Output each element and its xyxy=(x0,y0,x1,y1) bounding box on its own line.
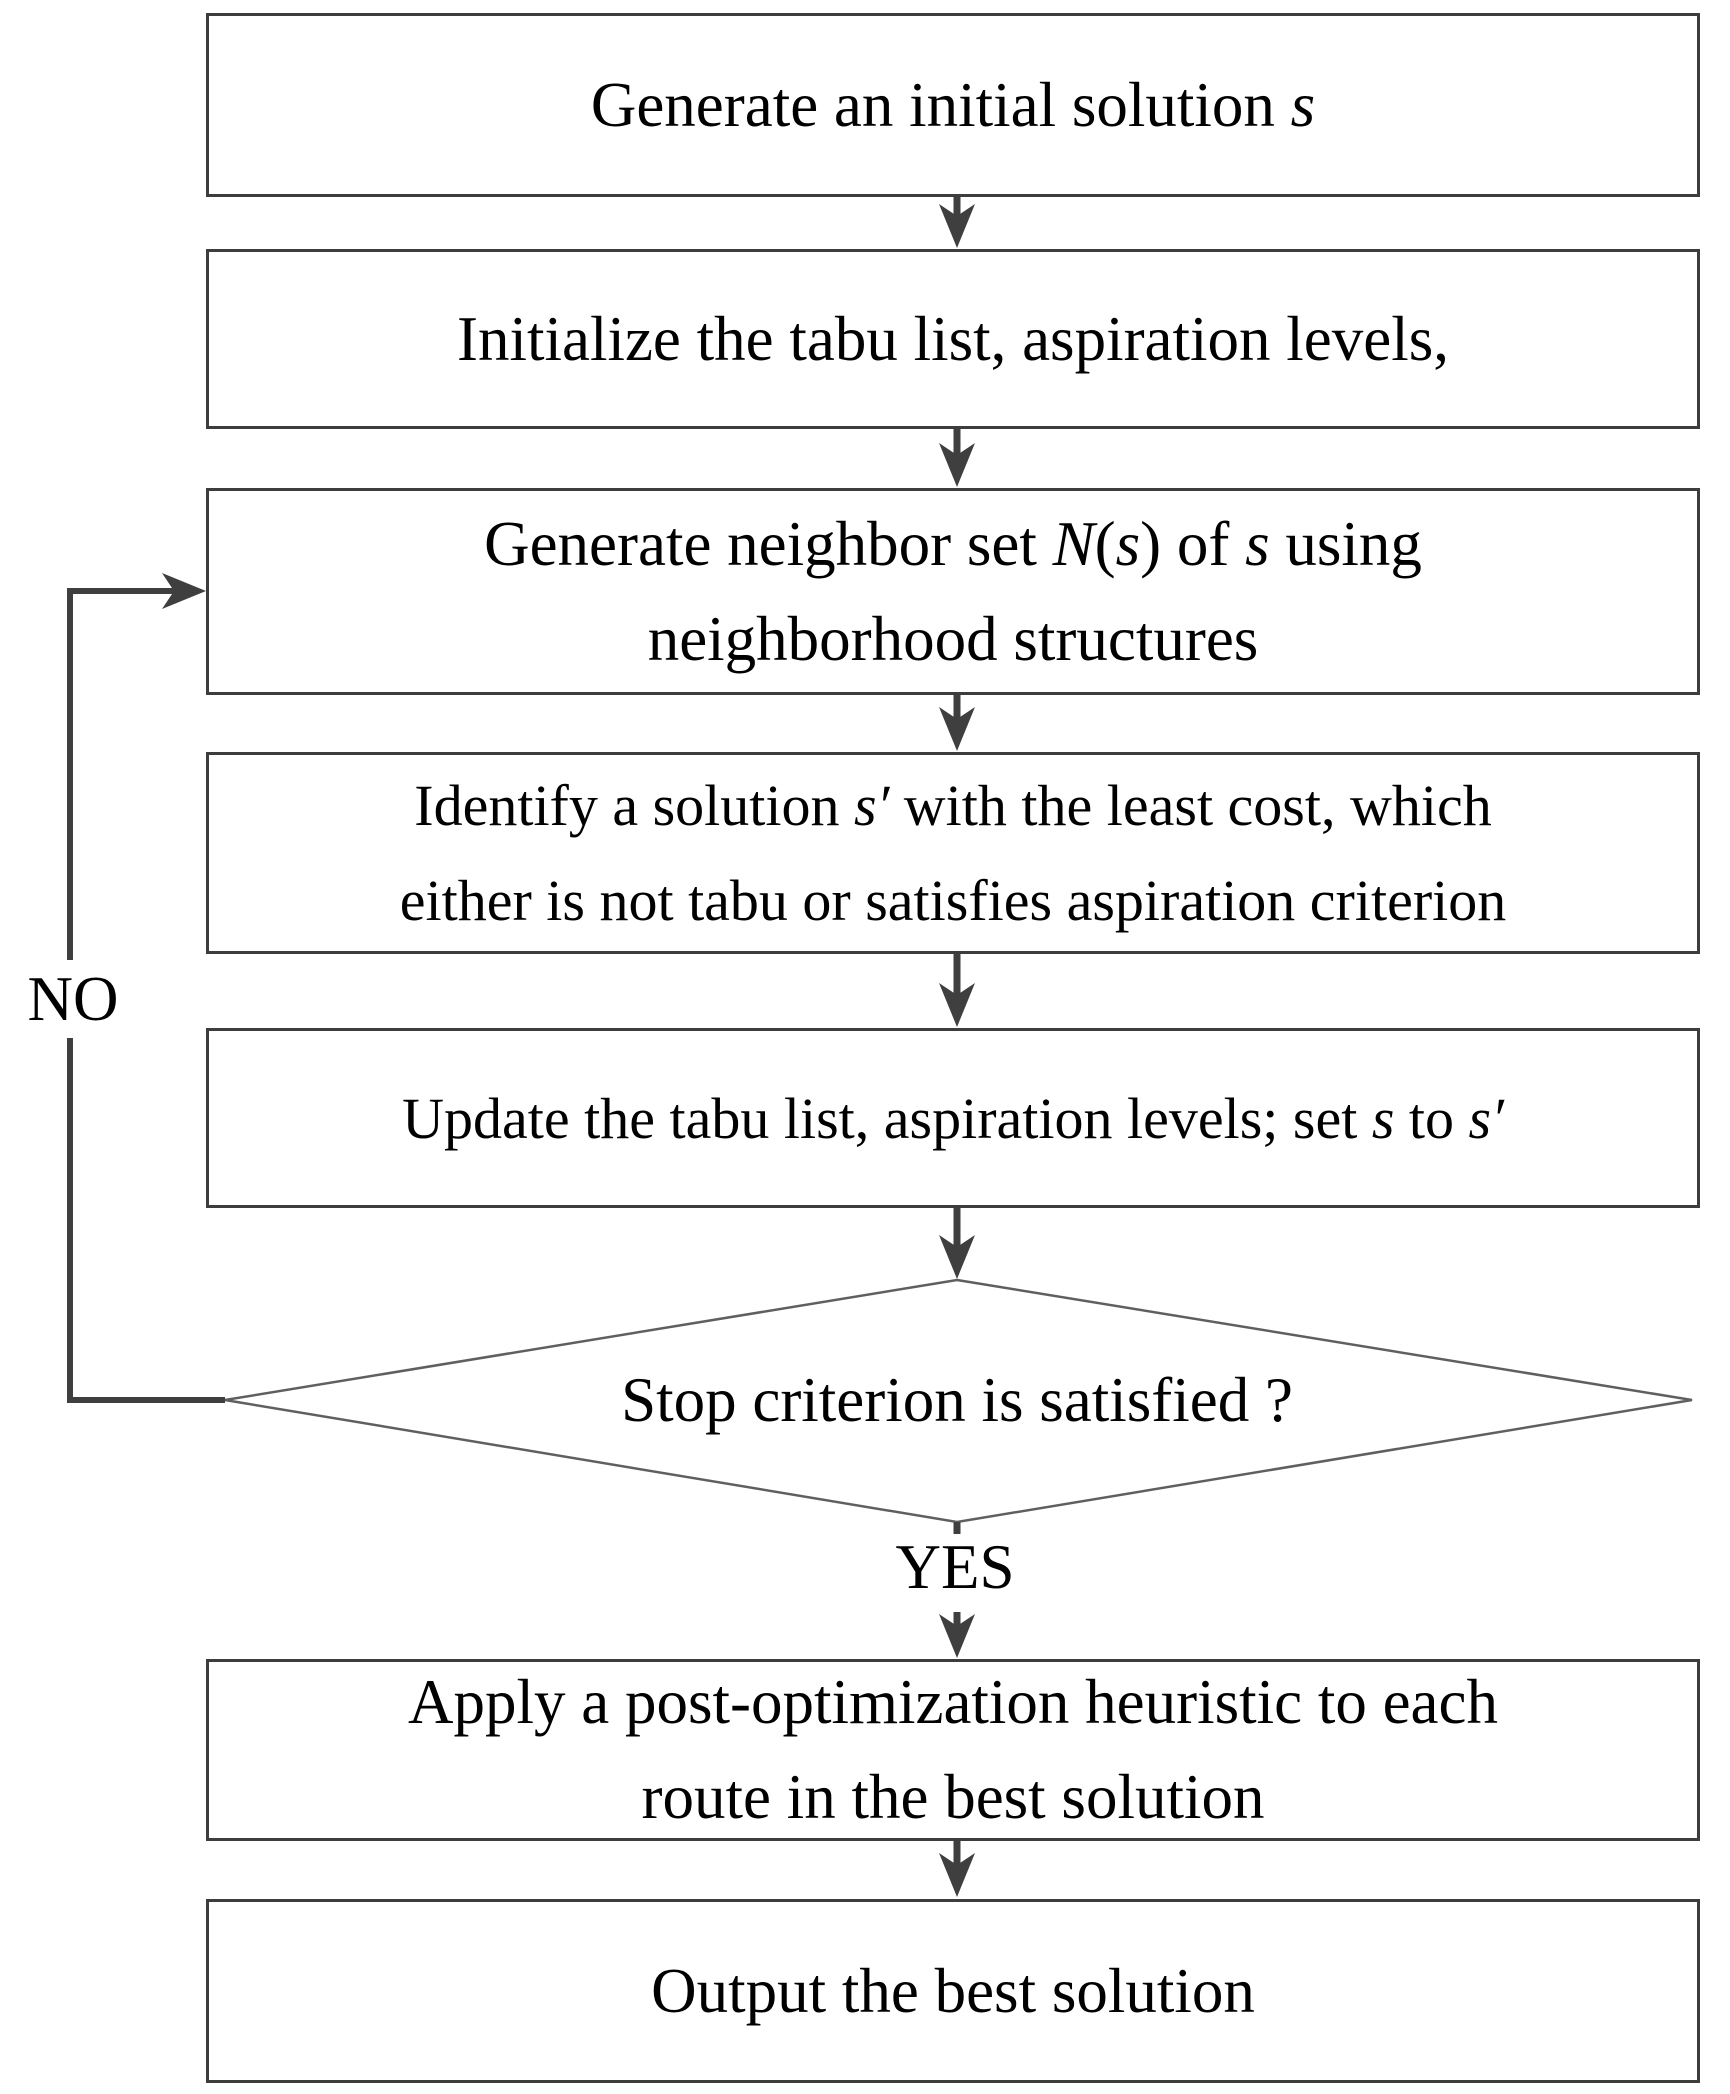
arrow-down-1-head xyxy=(939,204,975,248)
node-text-line: neighborhood structures xyxy=(647,603,1259,674)
node-stop-criterion: Stop criterion is satisfied ? xyxy=(257,1300,1657,1500)
arrow-down-6-head xyxy=(939,1614,975,1658)
node-text-line: Generate an initial solution s xyxy=(590,69,1316,140)
node-text-line: Stop criterion is satisfied ? xyxy=(621,1364,1293,1435)
node-text-line: Generate neighbor set N(s) of s using xyxy=(484,508,1422,579)
arrow-down-4-head xyxy=(939,983,975,1027)
node-text-line: Apply a post-optimization heuristic to e… xyxy=(408,1667,1498,1737)
arrow-down-5-head xyxy=(939,1235,975,1279)
node-text-line: Output the best solution xyxy=(651,1955,1255,2026)
node-text-line: Update the tabu list, aspiration levels;… xyxy=(402,1085,1504,1151)
node-generate-neighbor-set: Generate neighbor set N(s) of s using ne… xyxy=(206,488,1700,695)
node-identify-solution: Identify a solution s′ with the least co… xyxy=(206,752,1700,954)
node-text-line: Initialize the tabu list, aspiration lev… xyxy=(457,303,1449,374)
node-text-line: either is not tabu or satisfies aspirati… xyxy=(399,868,1507,933)
node-post-optimization: Apply a post-optimization heuristic to e… xyxy=(206,1659,1700,1841)
node-generate-initial-solution: Generate an initial solution s xyxy=(206,13,1700,197)
arrow-down-7-head xyxy=(939,1853,975,1897)
label-yes: YES xyxy=(895,1531,1015,1602)
node-output-best-solution: Output the best solution xyxy=(206,1899,1700,2083)
arrow-down-3-head xyxy=(939,707,975,751)
node-text-line: Identify a solution s′ with the least co… xyxy=(414,773,1492,838)
node-text-line: route in the best solution xyxy=(641,1762,1265,1832)
label-no: NO xyxy=(8,960,138,1038)
no-loop-arrow-head xyxy=(162,573,206,609)
node-update-tabu-list: Update the tabu list, aspiration levels;… xyxy=(206,1028,1700,1208)
arrow-down-2-head xyxy=(939,443,975,487)
node-initialize-tabu-list: Initialize the tabu list, aspiration lev… xyxy=(206,249,1700,429)
